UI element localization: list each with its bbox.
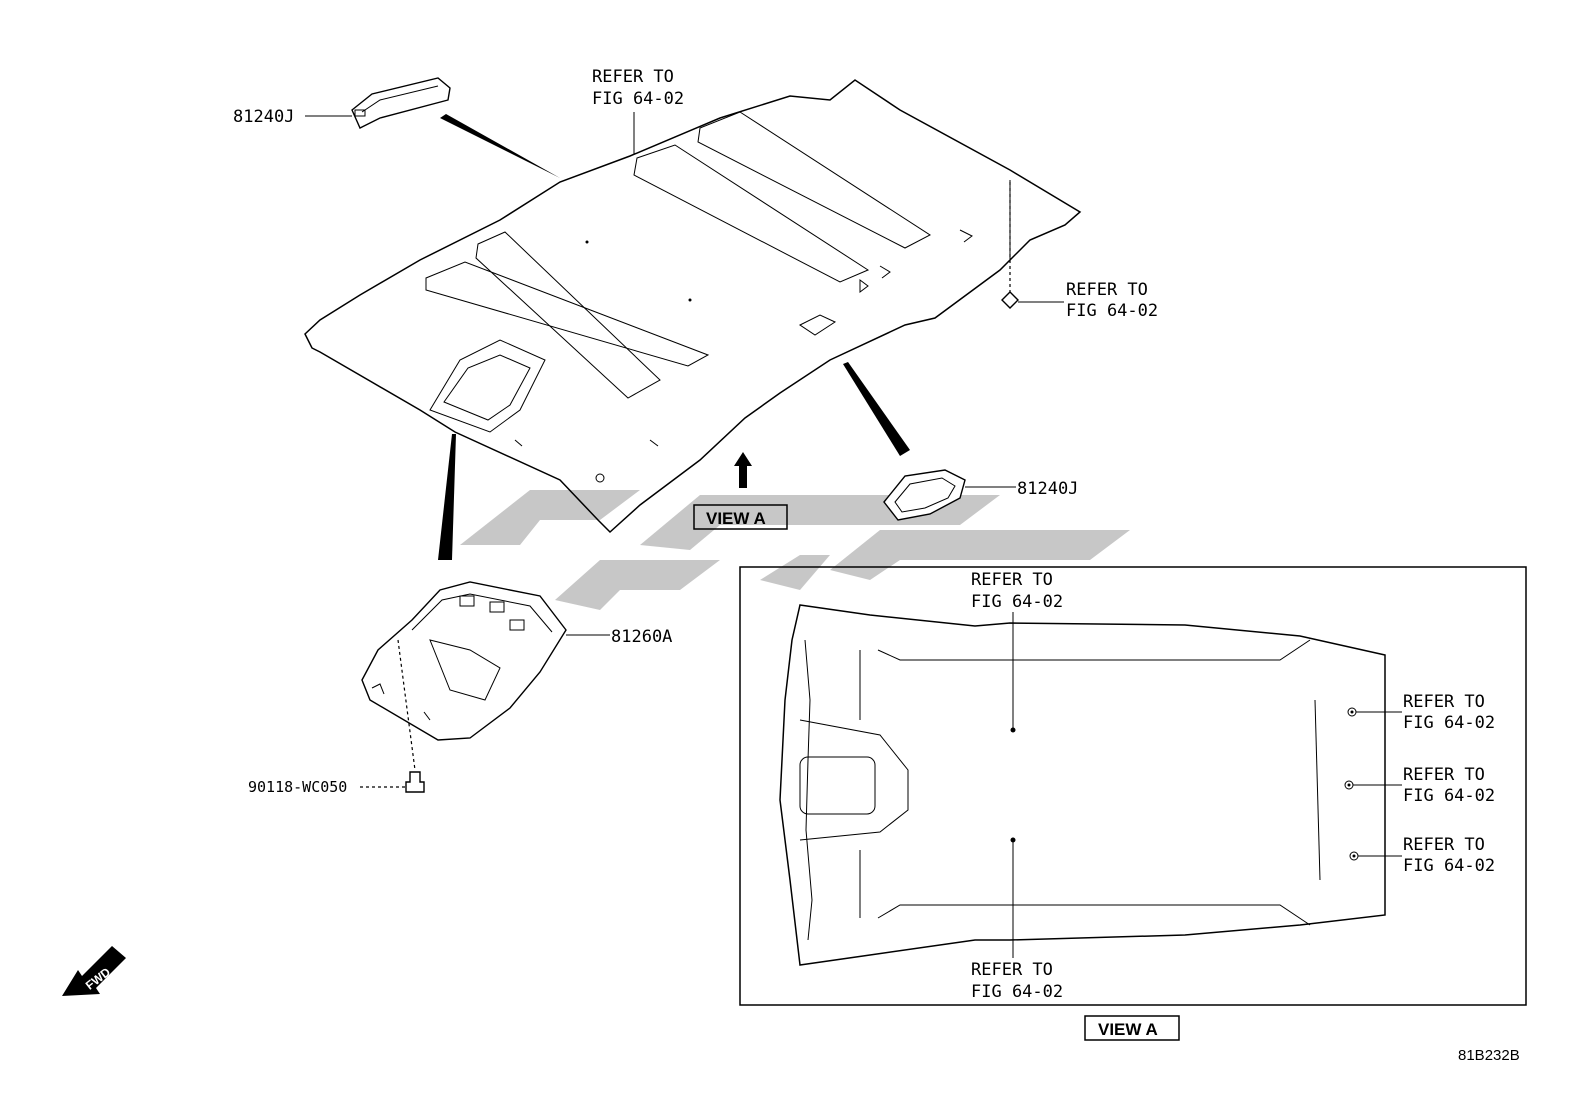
pointer-wedges: [438, 114, 910, 560]
view-a-caption-text: VIEW A: [1098, 1020, 1158, 1039]
figure-code: 81B232B: [1458, 1047, 1520, 1064]
up-arrow-icon: [734, 452, 752, 488]
refer-view-right1-line1: REFER TO: [1403, 692, 1485, 712]
overhead-console: [361, 581, 610, 771]
view-a-caption: VIEW A: [1084, 1015, 1180, 1041]
part-label-screw: 90118-WC050: [248, 778, 347, 796]
dome-light-right: [883, 469, 1016, 521]
refer-view-top-line2: FIG 64-02: [971, 592, 1063, 612]
refer-top-line1: REFER TO: [592, 67, 674, 87]
refer-view-right1-line2: FIG 64-02: [1403, 713, 1495, 733]
dome-light-top: [305, 77, 451, 129]
refer-top-line2: FIG 64-02: [592, 89, 684, 109]
refer-view-right3-line2: FIG 64-02: [1403, 856, 1495, 876]
view-a-label: VIEW A: [693, 504, 788, 530]
refer-view-bottom-line1: REFER TO: [971, 960, 1053, 980]
part-label-81260a: 81260A: [611, 627, 672, 647]
refer-view-right2-line2: FIG 64-02: [1403, 786, 1495, 806]
refer-clip-line2: FIG 64-02: [1066, 301, 1158, 321]
view-a-text: VIEW A: [706, 509, 766, 528]
view-a-inset: REFER TO FIG 64-02 REFER TO FIG 64-02 RE…: [739, 566, 1527, 1006]
refer-view-bottom-line2: FIG 64-02: [971, 982, 1063, 1002]
refer-clip-line1: REFER TO: [1066, 280, 1148, 300]
part-label-81240j-top: 81240J: [233, 107, 294, 127]
screw: [360, 771, 425, 793]
refer-view-right3-line1: REFER TO: [1403, 835, 1485, 855]
refer-view-right2-line1: REFER TO: [1403, 765, 1485, 785]
headliner-clip: [1001, 182, 1064, 309]
fwd-arrow-icon: FWD: [62, 946, 126, 996]
headliner: [304, 79, 1082, 534]
part-label-81240j-right: 81240J: [1017, 479, 1078, 499]
refer-view-top-line1: REFER TO: [971, 570, 1053, 590]
